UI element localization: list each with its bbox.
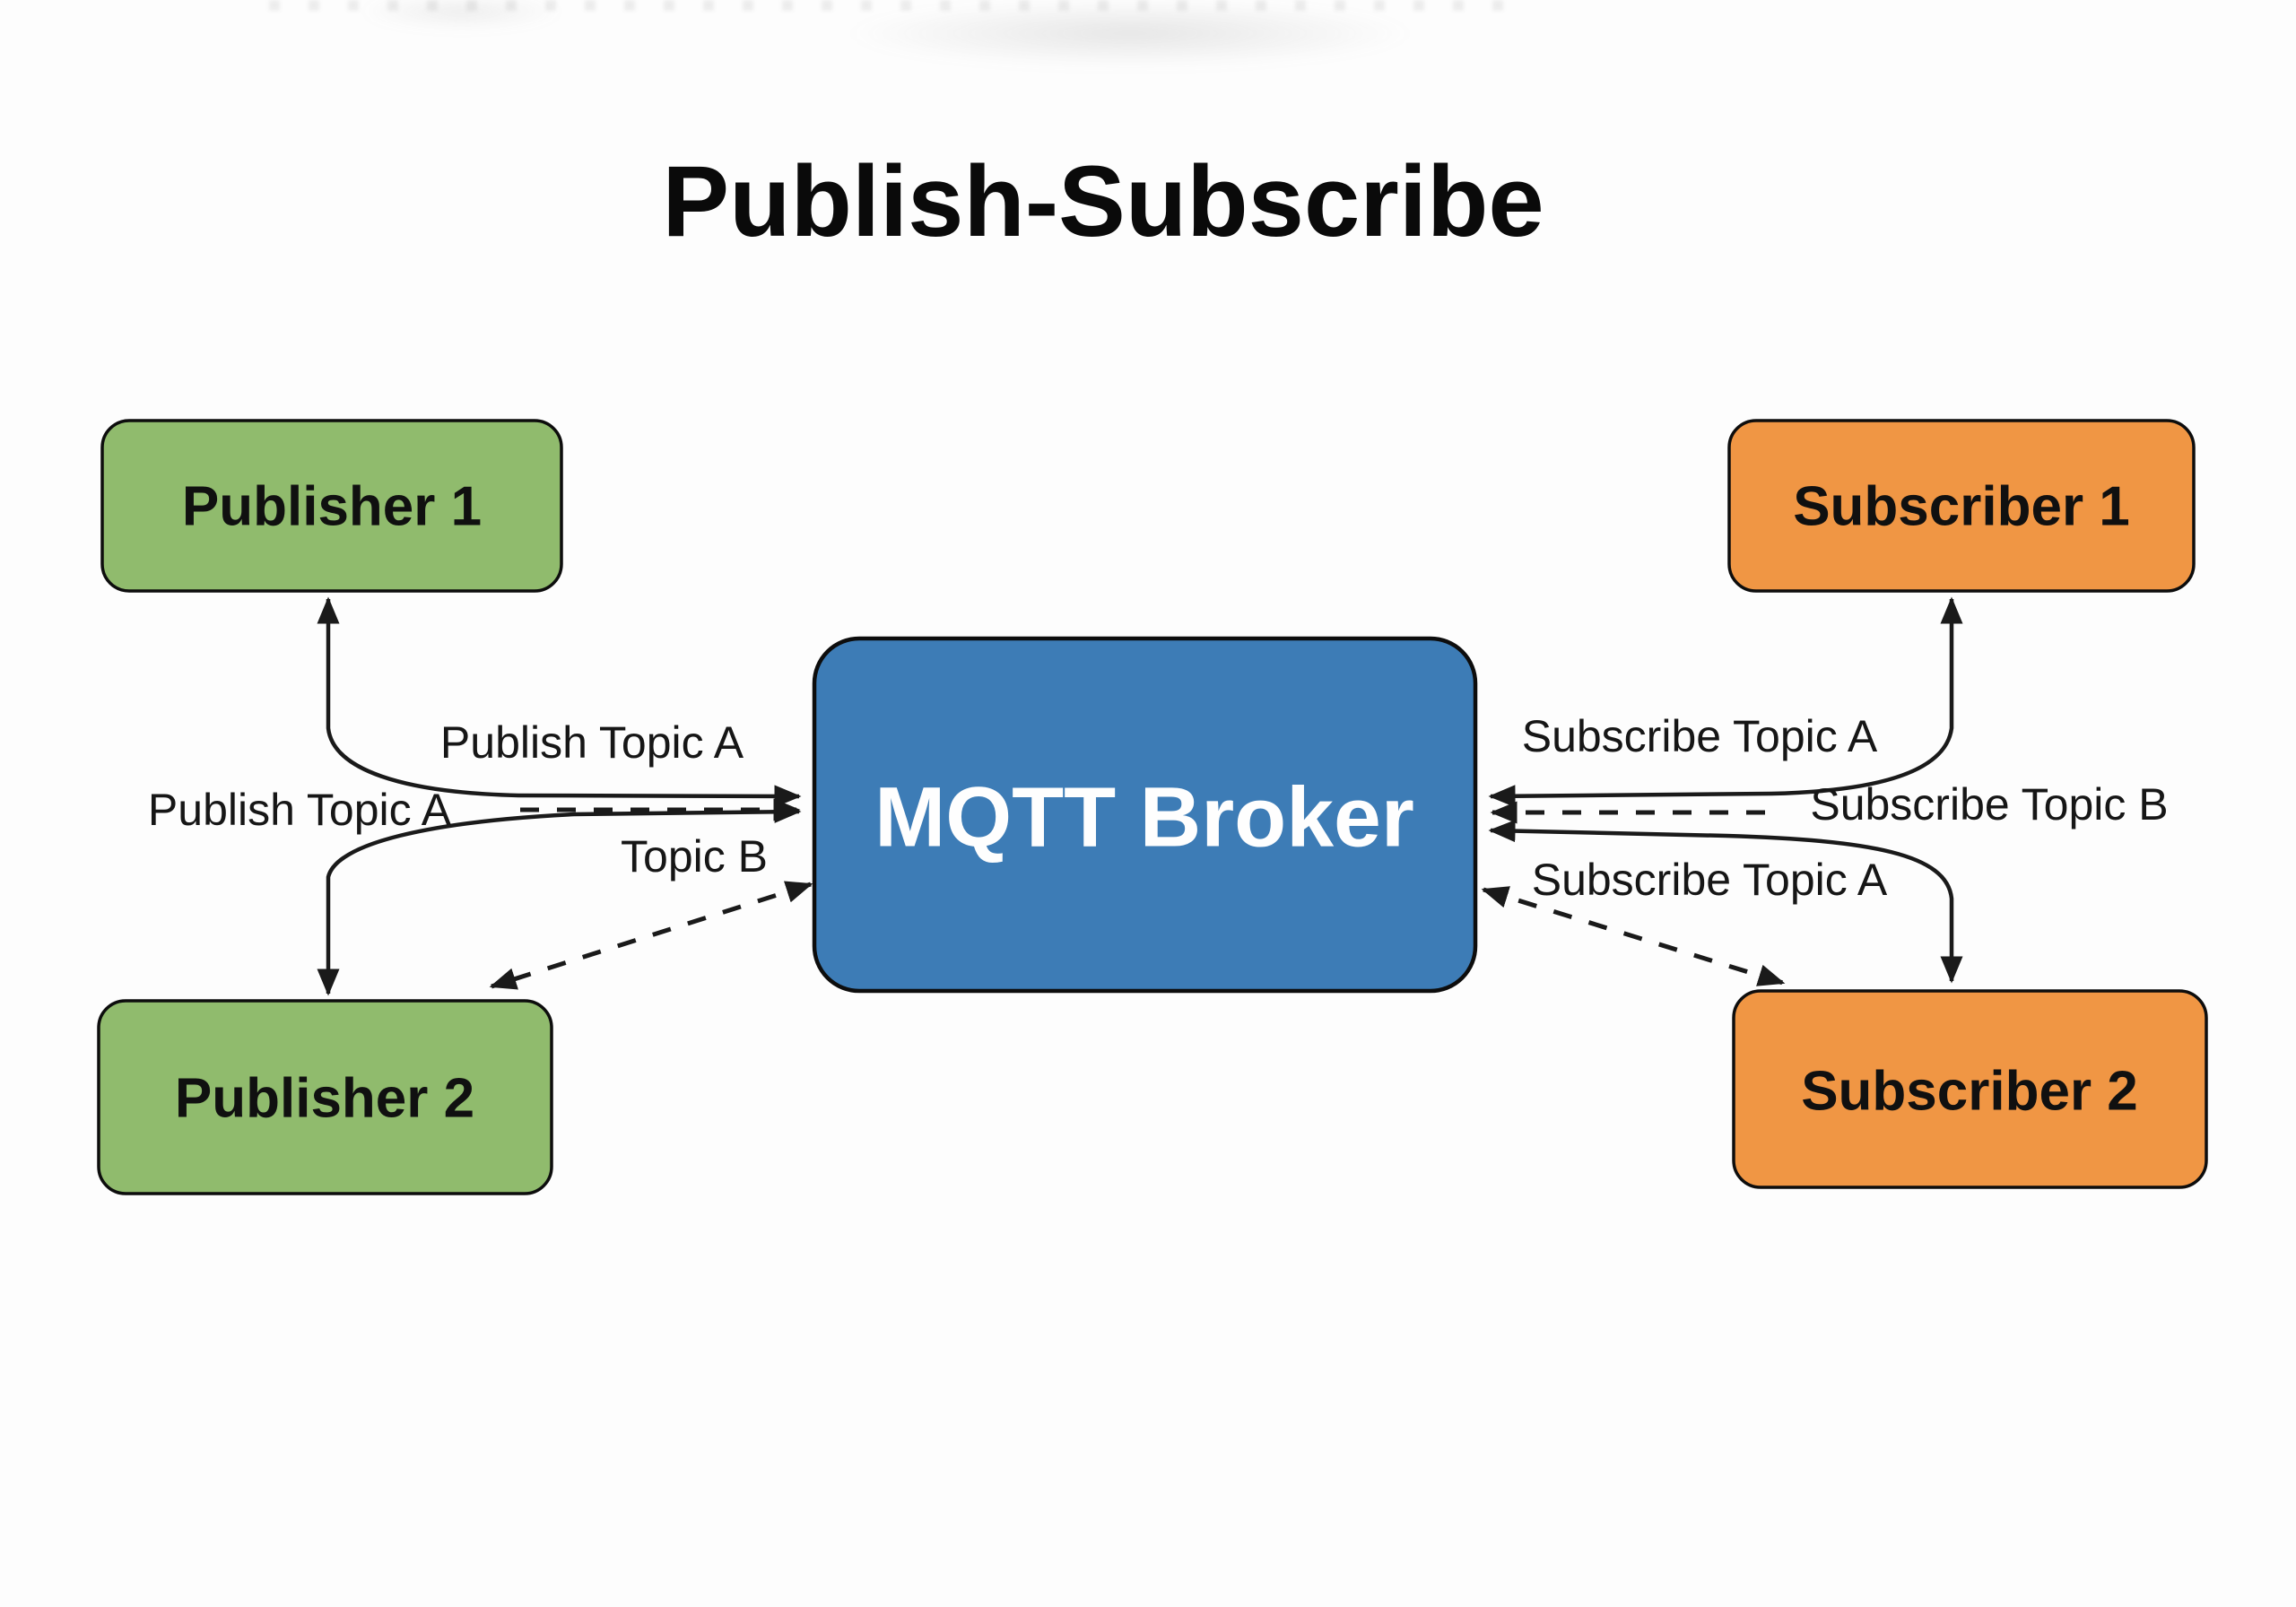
subscribe-topic-a-dashed-arrow: [1481, 886, 1786, 986]
topic-b-label: Topic B: [621, 831, 768, 882]
topic-b-dashed-arrow: [489, 881, 813, 990]
diagram-title: Publish-Subscribe: [662, 145, 1544, 257]
mqtt-broker-label: MQTT Broker: [874, 769, 1414, 864]
publish-topic-a-left-label: Publish Topic A: [148, 785, 452, 835]
broker-subscriber2-arrow: [1488, 820, 1963, 984]
subscriber1-label: Subscriber 1: [1793, 476, 2130, 538]
subscribe-topic-b-label: Subscribe Topic B: [1810, 779, 2168, 830]
subscriber1-node: [1727, 419, 2196, 593]
publisher2-broker-arrow: [317, 800, 802, 996]
publisher1-node: [100, 419, 563, 593]
broker-subscriber1-arrow: [1488, 596, 1963, 808]
publish-topic-a-upper-label: Publish Topic A: [440, 717, 744, 768]
publisher2-label: Publisher 2: [175, 1068, 474, 1130]
subscribe-topic-a-lower-label: Subscribe Topic A: [1532, 855, 1888, 905]
subscriber2-label: Subscriber 2: [1801, 1061, 2138, 1123]
publisher2-node: [97, 999, 553, 1195]
subscribe-topic-a-upper-label: Subscribe Topic A: [1522, 711, 1878, 761]
publisher1-broker-arrow: [317, 596, 802, 808]
subscriber2-node: [1732, 989, 2208, 1189]
mqtt-broker-node: [812, 636, 1478, 994]
publisher1-label: Publisher 1: [182, 476, 482, 538]
